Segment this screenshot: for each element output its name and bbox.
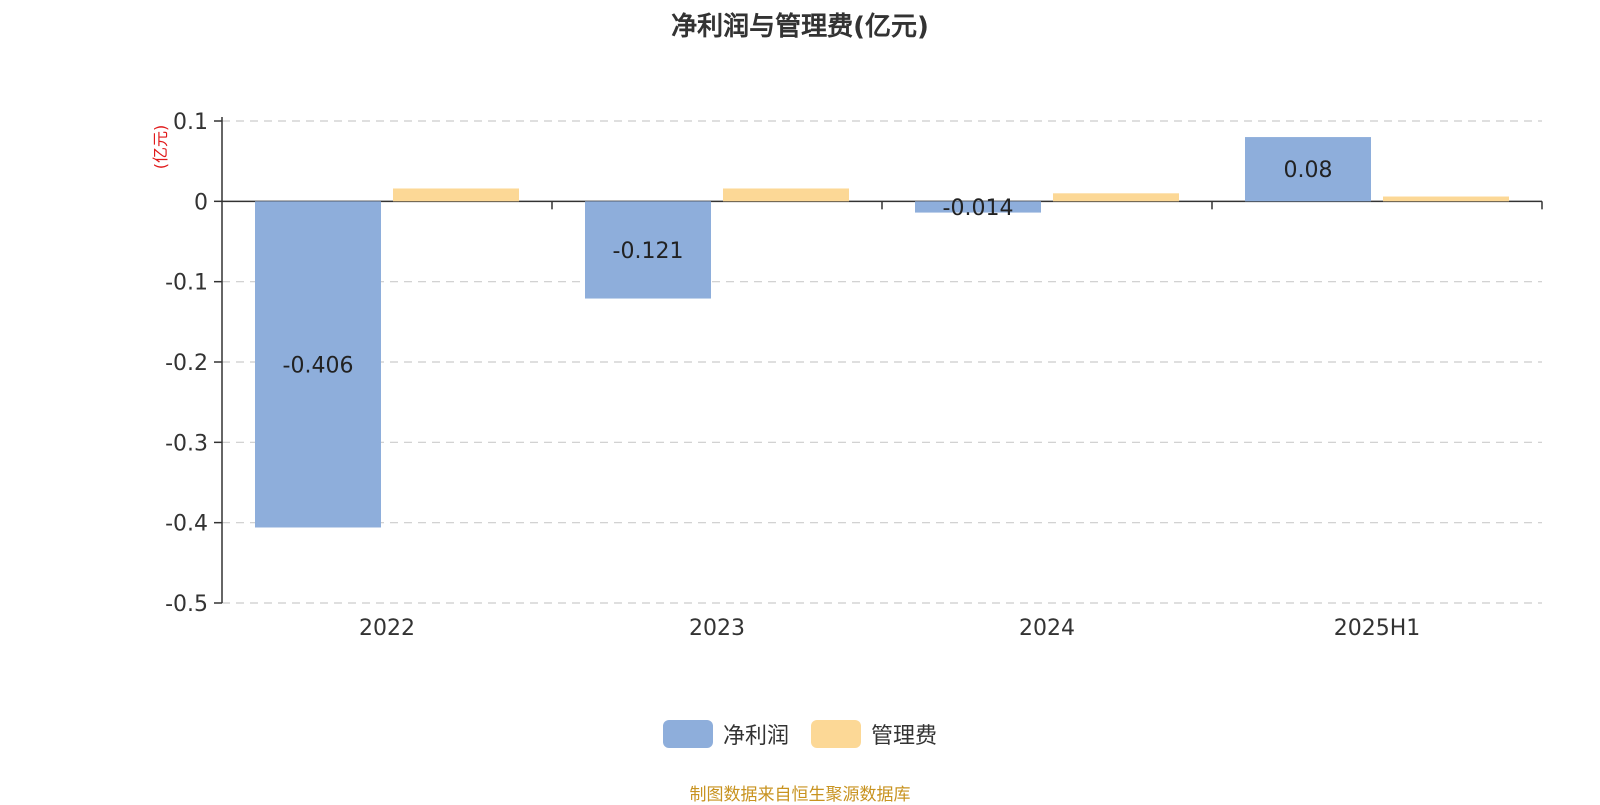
bar-management-fee [393,188,519,202]
y-tick-label: -0.2 [165,351,208,376]
bar-net-profit [915,201,1041,213]
bar-management-fee [1383,196,1509,202]
x-tick-label: 2022 [359,616,415,641]
bars [255,137,1509,528]
bar-management-fee [723,188,849,202]
legend: 净利润 管理费 [0,718,1600,750]
source-note: 制图数据来自恒生聚源数据库 [689,785,911,805]
chart-title: 净利润与管理费(亿元) [671,12,929,42]
bar-net-profit [1245,137,1371,202]
y-tick-label: -0.5 [165,592,208,617]
data-labels: -0.406 -0.121 -0.014 0.08 [283,158,1333,378]
y-tick-label: -0.4 [165,512,208,537]
data-label: 0.08 [1284,158,1333,183]
bar-net-profit [585,201,711,299]
legend-label-net-profit: 净利润 [722,724,789,749]
y-axis-unit-label: (亿元) [151,125,170,170]
y-tick-label: -0.1 [165,271,208,296]
data-label: -0.406 [283,353,354,378]
legend-item-management-fee[interactable]: 管理费 [811,718,937,750]
data-label: -0.014 [943,196,1014,221]
legend-item-net-profit[interactable]: 净利润 [662,718,789,750]
y-tick-label: 0 [194,190,208,215]
x-tick-label: 2025H1 [1334,616,1421,641]
legend-label-management-fee: 管理费 [871,724,938,749]
legend-swatch-management-fee [811,720,861,748]
x-tick-label: 2024 [1019,616,1075,641]
y-tick-label: 0.1 [173,110,208,135]
bar-net-profit [255,201,381,528]
data-label: -0.121 [613,239,684,264]
grid-lines [222,120,1542,604]
legend-swatch-net-profit [662,720,713,748]
y-tick-label: -0.3 [165,431,208,456]
x-tick-label: 2023 [689,616,745,641]
bar-management-fee [1053,193,1179,202]
